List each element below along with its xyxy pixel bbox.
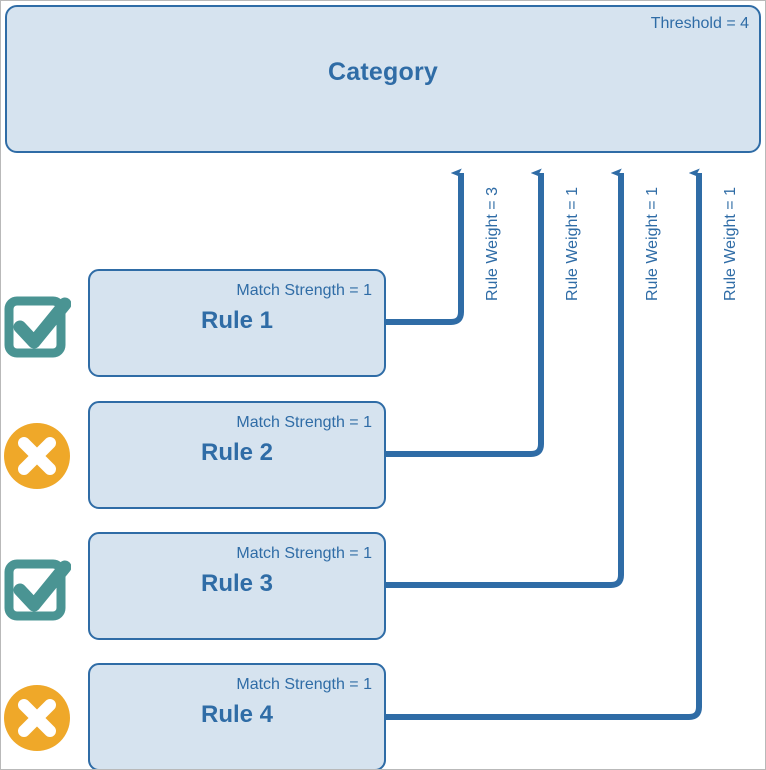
rule-box-1[interactable]: Match Strength = 1 Rule 1 [88,269,386,377]
rule-weight-label-2: Rule Weight = 1 [564,187,581,301]
rule-name-2: Rule 2 [200,439,274,466]
circle-x-icon [3,681,71,753]
category-title: Category [328,58,438,86]
rule-box-4[interactable]: Match Strength = 1 Rule 4 [88,663,386,769]
checkbox-checked-icon [3,287,71,359]
match-strength-label-1: Match Strength = 1 [236,282,372,299]
circle-x-icon [3,419,71,491]
rule-name-1: Rule 1 [200,307,274,334]
rule-name-3: Rule 3 [200,570,274,597]
rule-weight-label-4: Rule Weight = 1 [722,187,739,301]
match-strength-label-2: Match Strength = 1 [236,414,372,431]
rule-row-3: Match Strength = 1 Rule 3 [1,532,401,640]
threshold-label: Threshold = 4 [650,15,749,32]
rule-weight-label-3: Rule Weight = 1 [644,187,661,301]
rule-box-2[interactable]: Match Strength = 1 Rule 2 [88,401,386,509]
category-box[interactable]: Threshold = 4 Category [5,5,761,153]
rule-name-4: Rule 4 [200,701,274,728]
rule-row-2: Match Strength = 1 Rule 2 [1,401,401,509]
rule-row-1: Match Strength = 1 Rule 1 [1,269,401,377]
match-strength-label-3: Match Strength = 1 [236,545,372,562]
checkbox-checked-icon [3,550,71,622]
rule-box-3[interactable]: Match Strength = 1 Rule 3 [88,532,386,640]
rule-weight-label-1: Rule Weight = 3 [484,187,501,301]
match-strength-label-4: Match Strength = 1 [236,676,372,693]
connector-rule-3 [386,168,624,588]
connector-rule-2 [386,168,544,457]
rule-row-4: Match Strength = 1 Rule 4 [1,663,401,769]
